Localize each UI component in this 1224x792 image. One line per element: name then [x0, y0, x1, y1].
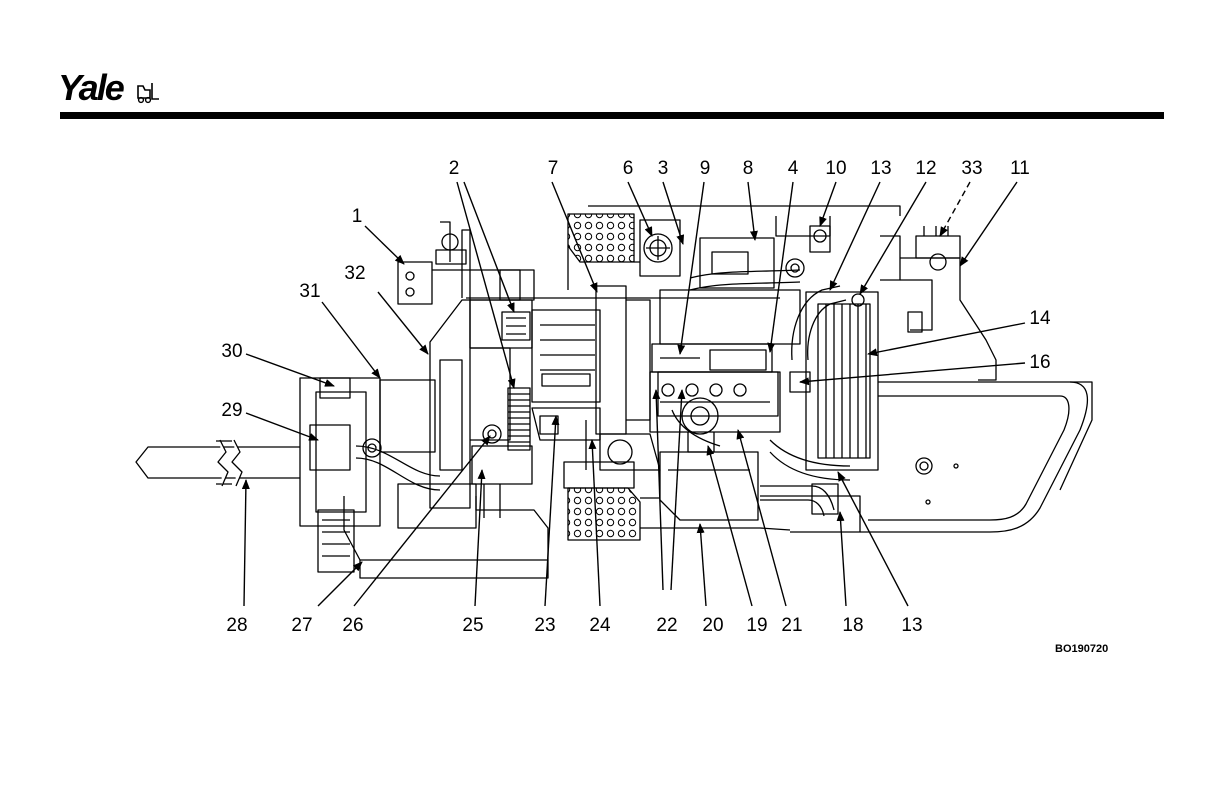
callout-13-top: 13 [870, 158, 891, 179]
radiator-hoses [760, 286, 850, 516]
fuel-injection-pump [650, 372, 780, 446]
callout-2: 2 [449, 158, 460, 179]
crank-pulley [508, 388, 530, 450]
radiator [790, 292, 878, 470]
top-frame [466, 206, 900, 298]
callout-11: 11 [1010, 158, 1030, 179]
oil-pressure-gauge [644, 234, 672, 262]
callout-1: 1 [352, 206, 363, 227]
callout-13-bottom: 13 [901, 615, 922, 636]
fill-cap [810, 226, 830, 252]
callout-10: 10 [825, 158, 846, 179]
figure-id: BO190720 [1055, 643, 1108, 655]
callout-12: 12 [915, 158, 936, 179]
callout-14: 14 [1029, 308, 1051, 329]
callout-6: 6 [623, 158, 634, 179]
engine-assembly [136, 206, 1092, 578]
callout-23: 23 [534, 615, 555, 636]
callout-27: 27 [291, 615, 312, 636]
callout-4: 4 [788, 158, 799, 179]
callout-29: 29 [221, 400, 242, 421]
callout-25: 25 [462, 615, 483, 636]
callout-7: 7 [548, 158, 559, 179]
transmission-housing [300, 378, 440, 572]
callout-16: 16 [1029, 352, 1050, 373]
callout-21: 21 [781, 615, 802, 636]
heat-shield-upper [568, 214, 640, 290]
callout-numbers: 1 2 7 6 3 9 8 4 10 13 12 33 11 14 16 32 … [221, 158, 1051, 636]
drive-shaft [136, 440, 300, 486]
alternator [470, 300, 532, 440]
callout-20: 20 [702, 615, 723, 636]
callout-8: 8 [743, 158, 754, 179]
engine-mount-bracket [398, 222, 534, 304]
callout-26: 26 [342, 615, 363, 636]
callout-18: 18 [842, 615, 863, 636]
callout-24: 24 [589, 615, 611, 636]
callout-22: 22 [656, 615, 677, 636]
heat-shield-lower [564, 462, 640, 540]
water-pump [532, 408, 600, 440]
callout-32: 32 [344, 263, 365, 284]
callout-28: 28 [226, 615, 247, 636]
callout-30: 30 [221, 341, 242, 362]
callout-3: 3 [658, 158, 669, 179]
starter-motor [398, 425, 532, 528]
air-cleaner-bracket [900, 226, 996, 380]
flywheel-housing [430, 230, 470, 508]
cylinder-head [532, 286, 650, 434]
oil-pan [660, 452, 758, 520]
callout-33: 33 [961, 158, 982, 179]
counterweight [860, 382, 1092, 532]
callout-19: 19 [746, 615, 767, 636]
callout-31: 31 [299, 281, 320, 302]
callout-9: 9 [700, 158, 711, 179]
